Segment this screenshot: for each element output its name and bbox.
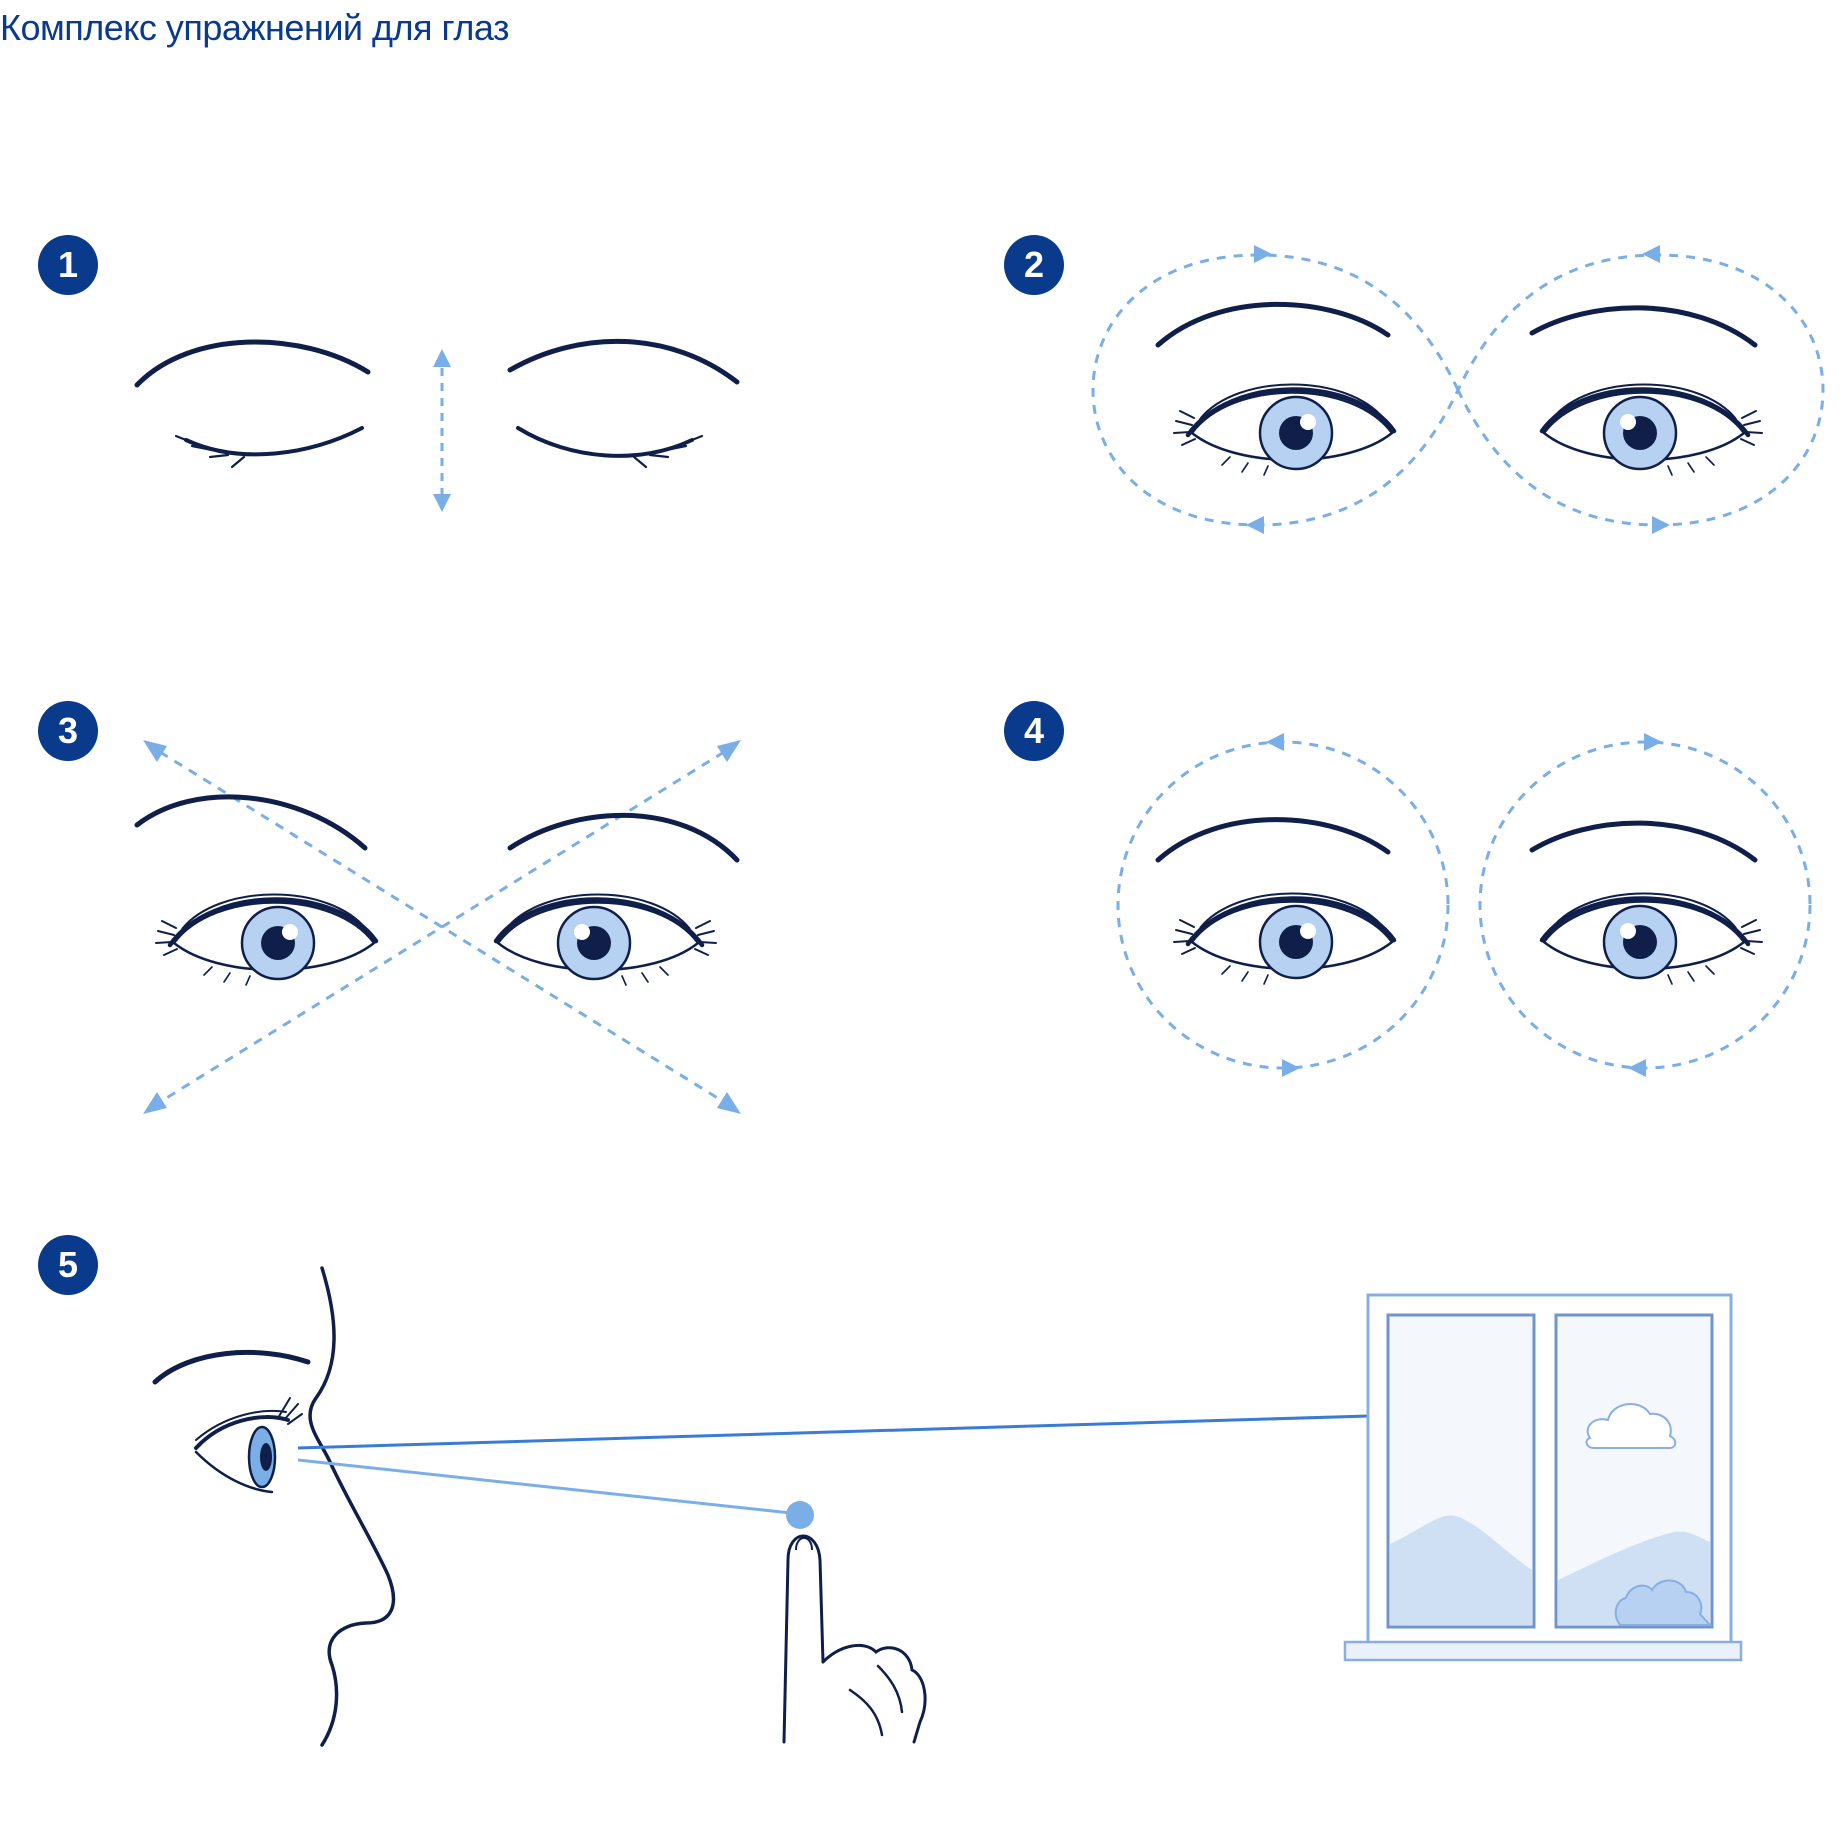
step-5-focus-illustration	[152, 1266, 1743, 1747]
page-title: Комплекс упражнений для глаз	[0, 7, 510, 48]
step-badge-4: 4	[1004, 701, 1064, 761]
step-badge-5: 5	[38, 1235, 98, 1295]
step-2-figure-eight-illustration	[1091, 245, 1825, 534]
step-4-circle-illustration	[1116, 733, 1812, 1077]
step-badge-2: 2	[1004, 235, 1064, 295]
step-badge-1: 1	[38, 235, 98, 295]
step-badge-3: 3	[38, 701, 98, 761]
step-1-blink-illustration	[134, 338, 740, 512]
step-3-diagonal-illustration	[134, 740, 741, 1114]
